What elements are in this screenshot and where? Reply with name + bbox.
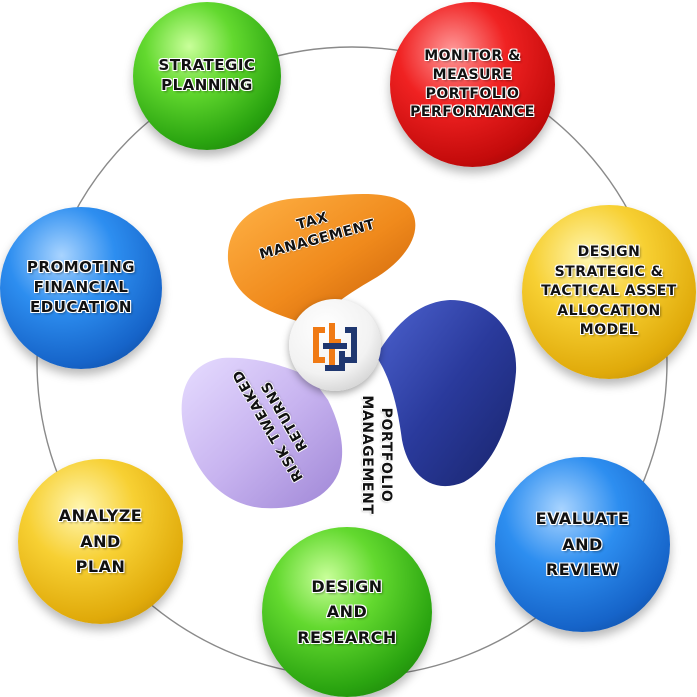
node-label: DESIGN AND RESEARCH (297, 576, 397, 647)
node-design-and-research: DESIGN AND RESEARCH (262, 527, 432, 697)
company-logo-icon (289, 299, 381, 391)
petal-risk-tweaked-returns (181, 357, 343, 509)
node-promoting-financial-education: PROMOTING FINANCIAL EDUCATION (0, 207, 162, 369)
node-label: ANALYZE AND PLAN (58, 506, 143, 577)
node-strategic-planning: STRATEGIC PLANNING (133, 2, 281, 150)
node-design-asset-allocation-model: DESIGN STRATEGIC & TACTICAL ASSET ALLOCA… (522, 205, 696, 379)
petal-tax-management (227, 194, 416, 322)
node-evaluate-and-review: EVALUATE AND REVIEW (495, 457, 670, 632)
logo-mark (313, 323, 357, 371)
node-label: MONITOR & MEASURE PORTFOLIO PERFORMANCE (410, 48, 535, 121)
petal-portfolio-management (376, 300, 517, 487)
node-label: STRATEGIC PLANNING (158, 56, 256, 94)
node-label: EVALUATE AND REVIEW (535, 509, 630, 580)
node-label: DESIGN STRATEGIC & TACTICAL ASSET ALLOCA… (541, 244, 677, 339)
node-monitor-measure-portfolio-performance: MONITOR & MEASURE PORTFOLIO PERFORMANCE (390, 2, 555, 167)
node-label: PROMOTING FINANCIAL EDUCATION (26, 258, 136, 316)
node-analyze-and-plan: ANALYZE AND PLAN (18, 459, 183, 624)
petal-portfolio-label: PORTFOLIO MANAGEMENT (359, 395, 394, 515)
